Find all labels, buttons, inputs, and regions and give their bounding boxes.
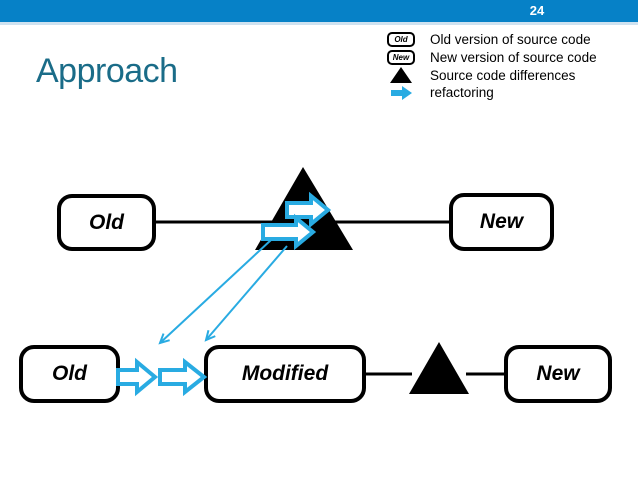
- legend-label: Old version of source code: [430, 32, 591, 48]
- old-box-icon: Old: [383, 32, 419, 48]
- top-bar-accent-strip: [0, 22, 638, 25]
- legend-row-old: Old Old version of source code: [383, 31, 597, 49]
- refactoring-arrow-bottom-2: [158, 357, 208, 397]
- legend-label: New version of source code: [430, 50, 597, 66]
- node-new-top: New: [449, 193, 554, 251]
- refactoring-arrow-top-1: [285, 191, 332, 229]
- refactoring-arrow-icon: [383, 85, 419, 100]
- node-new-bottom: New: [504, 345, 612, 403]
- legend-row-new: New New version of source code: [383, 49, 597, 67]
- node-old-top: Old: [57, 194, 156, 251]
- node-modified-bottom: Modified: [204, 345, 366, 403]
- legend-row-refactoring: refactoring: [383, 84, 597, 102]
- refactoring-arrow-top-2: [261, 213, 317, 251]
- diff-triangle-icon: [383, 67, 419, 84]
- legend-label: Source code differences: [430, 67, 576, 83]
- new-box-icon-label: New: [387, 50, 415, 66]
- legend-label: refactoring: [430, 85, 494, 101]
- page-title: Approach: [36, 52, 178, 90]
- refactoring-trace-arrow-2: [204, 245, 288, 342]
- node-old-bottom: Old: [19, 345, 120, 403]
- page-number: 24: [529, 3, 545, 18]
- diff-triangle-top: [255, 167, 353, 250]
- new-box-icon: New: [383, 50, 419, 66]
- old-box-icon-label: Old: [387, 32, 415, 48]
- legend-row-differences: Source code differences: [383, 66, 597, 84]
- top-bar: [0, 0, 638, 22]
- legend: Old Old version of source code New New v…: [383, 31, 597, 102]
- diff-triangle-bottom: [409, 342, 469, 394]
- refactoring-trace-arrow-1: [158, 239, 272, 345]
- refactoring-arrow-bottom-1: [116, 357, 159, 397]
